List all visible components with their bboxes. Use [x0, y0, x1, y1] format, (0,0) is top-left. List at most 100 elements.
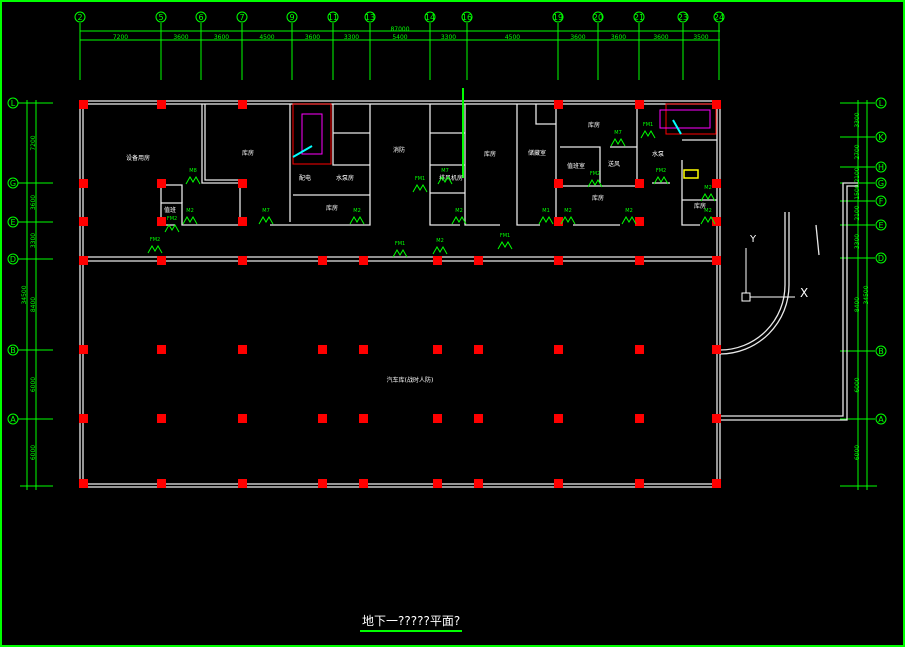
dimension-text: 3600 [653, 34, 668, 41]
dimension-text: 2100 [854, 205, 861, 220]
column [635, 217, 644, 226]
door-label: FM2 [590, 171, 600, 177]
column [359, 479, 368, 488]
door-label: M8 [189, 168, 197, 174]
column [157, 217, 166, 226]
axis-label: B [878, 347, 884, 356]
column [554, 100, 563, 109]
room-label: 值班 [164, 206, 176, 214]
column [79, 179, 88, 188]
column [635, 479, 644, 488]
axis-bubble [713, 11, 725, 23]
door-label: FM1 [643, 122, 653, 128]
door-label: FM2 [150, 237, 160, 243]
door-label: M7 [441, 168, 449, 174]
axis-label: 6 [198, 13, 203, 22]
room-label: 排风机房 [439, 174, 463, 182]
column [238, 179, 247, 188]
room-label: 库房 [592, 194, 604, 202]
column [474, 414, 483, 423]
door-swing-icon [587, 179, 603, 188]
door-label: FM1 [500, 233, 510, 239]
dimension-text: 8400 [30, 297, 37, 312]
dimension-text: 6000 [854, 445, 861, 460]
axis-label: A [878, 415, 884, 424]
axis-label: 5 [158, 13, 163, 22]
dimension-text: 4500 [259, 34, 274, 41]
coordinate-icon: Y X [741, 234, 808, 302]
axis-label: 20 [593, 13, 603, 22]
door-swing-icon [560, 216, 576, 225]
axis-label: 24 [714, 13, 724, 22]
column [238, 345, 247, 354]
column [635, 256, 644, 265]
dimension-text: 3600 [611, 34, 626, 41]
axis-bubble [677, 11, 689, 23]
column [554, 345, 563, 354]
dimension-total: 87000 [390, 26, 409, 33]
column [635, 179, 644, 188]
column [79, 414, 88, 423]
axis-label: L [879, 99, 884, 108]
axis-bubble [552, 11, 564, 23]
dimension-text: 4500 [505, 34, 520, 41]
columns [79, 100, 721, 488]
column [157, 414, 166, 423]
door-swing-icon [164, 224, 180, 233]
dimension-text: 3600 [305, 34, 320, 41]
column [238, 414, 247, 423]
room-label: 储藏室 [528, 149, 546, 157]
dimension-text: 3600 [214, 34, 229, 41]
column [712, 100, 721, 109]
axis-label: L [11, 99, 16, 108]
axis-bubble [875, 177, 887, 189]
dimension-text: 7200 [113, 34, 128, 41]
column [359, 345, 368, 354]
room-label: 消防 [393, 146, 405, 154]
axis-bubble [7, 413, 19, 425]
column [554, 179, 563, 188]
axis-bubble [7, 344, 19, 356]
room-label: 配电 [299, 174, 311, 182]
door-swing-icon [640, 130, 656, 139]
drawing-title: 地下一?????平面? [360, 612, 463, 632]
column [157, 100, 166, 109]
door-swing-icon [412, 184, 428, 193]
axis-label: G [10, 179, 16, 188]
axis-bubble [236, 11, 248, 23]
column [554, 217, 563, 226]
axis-bubble [592, 11, 604, 23]
column [359, 414, 368, 423]
dimension-text: 3300 [854, 234, 861, 249]
x-axis-label: X [800, 286, 808, 300]
room-label: 库房 [242, 149, 254, 157]
column [318, 256, 327, 265]
axis-label: 21 [634, 13, 644, 22]
column [474, 479, 483, 488]
axis-bubble [364, 11, 376, 23]
axis-bubble [155, 11, 167, 23]
axis-label: E [878, 221, 883, 230]
hall-label: 汽车库(战时人防) [387, 376, 434, 384]
door-swing-icon [437, 176, 453, 185]
column [433, 414, 442, 423]
column [79, 479, 88, 488]
axis-bubble [7, 253, 19, 265]
axis-label: H [878, 163, 884, 172]
axis-label: G [878, 179, 884, 188]
axis-bubble [7, 97, 19, 109]
column [712, 479, 721, 488]
dimension-text: 3300 [441, 34, 456, 41]
column [712, 217, 721, 226]
axis-bubble [327, 11, 339, 23]
door-swing-icon [451, 216, 467, 225]
column [238, 100, 247, 109]
door-swing-icon [432, 246, 448, 255]
door-label: FM2 [656, 168, 666, 174]
door-label: M2 [436, 238, 444, 244]
axis-label: D [10, 255, 16, 264]
dimension-text: 7200 [30, 135, 37, 150]
column [635, 414, 644, 423]
